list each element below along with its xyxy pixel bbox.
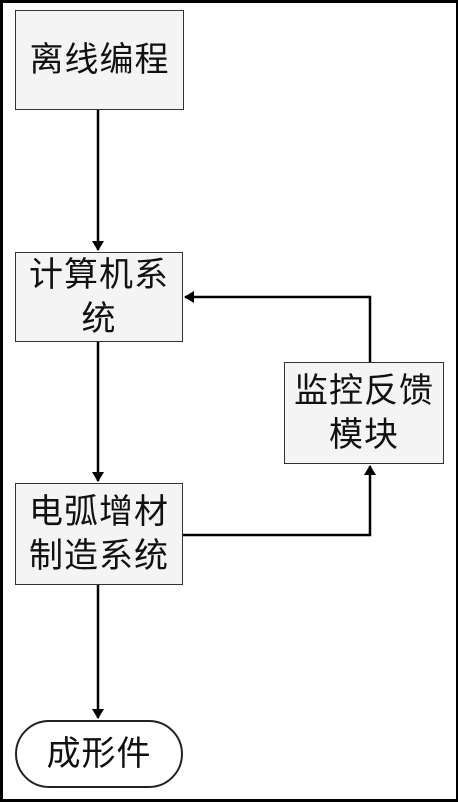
node-monitoring-feedback: 监控反馈模块 bbox=[284, 362, 444, 464]
node-computer-system: 计算机系统 bbox=[15, 252, 183, 342]
node-monitoring-feedback-label: 监控反馈模块 bbox=[294, 371, 434, 455]
node-formed-part: 成形件 bbox=[15, 720, 183, 788]
node-offline-programming-label: 离线编程 bbox=[29, 40, 170, 80]
node-computer-system-label: 计算机系统 bbox=[29, 255, 169, 339]
node-formed-part-label: 成形件 bbox=[46, 734, 152, 774]
node-offline-programming: 离线编程 bbox=[15, 10, 184, 110]
arrow-am-to-monitor bbox=[183, 465, 376, 537]
node-wire-arc-am-system-label: 电弧增材制造系统 bbox=[29, 492, 169, 576]
arrow-monitor-to-computer bbox=[184, 291, 372, 362]
node-wire-arc-am-system: 电弧增材制造系统 bbox=[15, 483, 183, 585]
